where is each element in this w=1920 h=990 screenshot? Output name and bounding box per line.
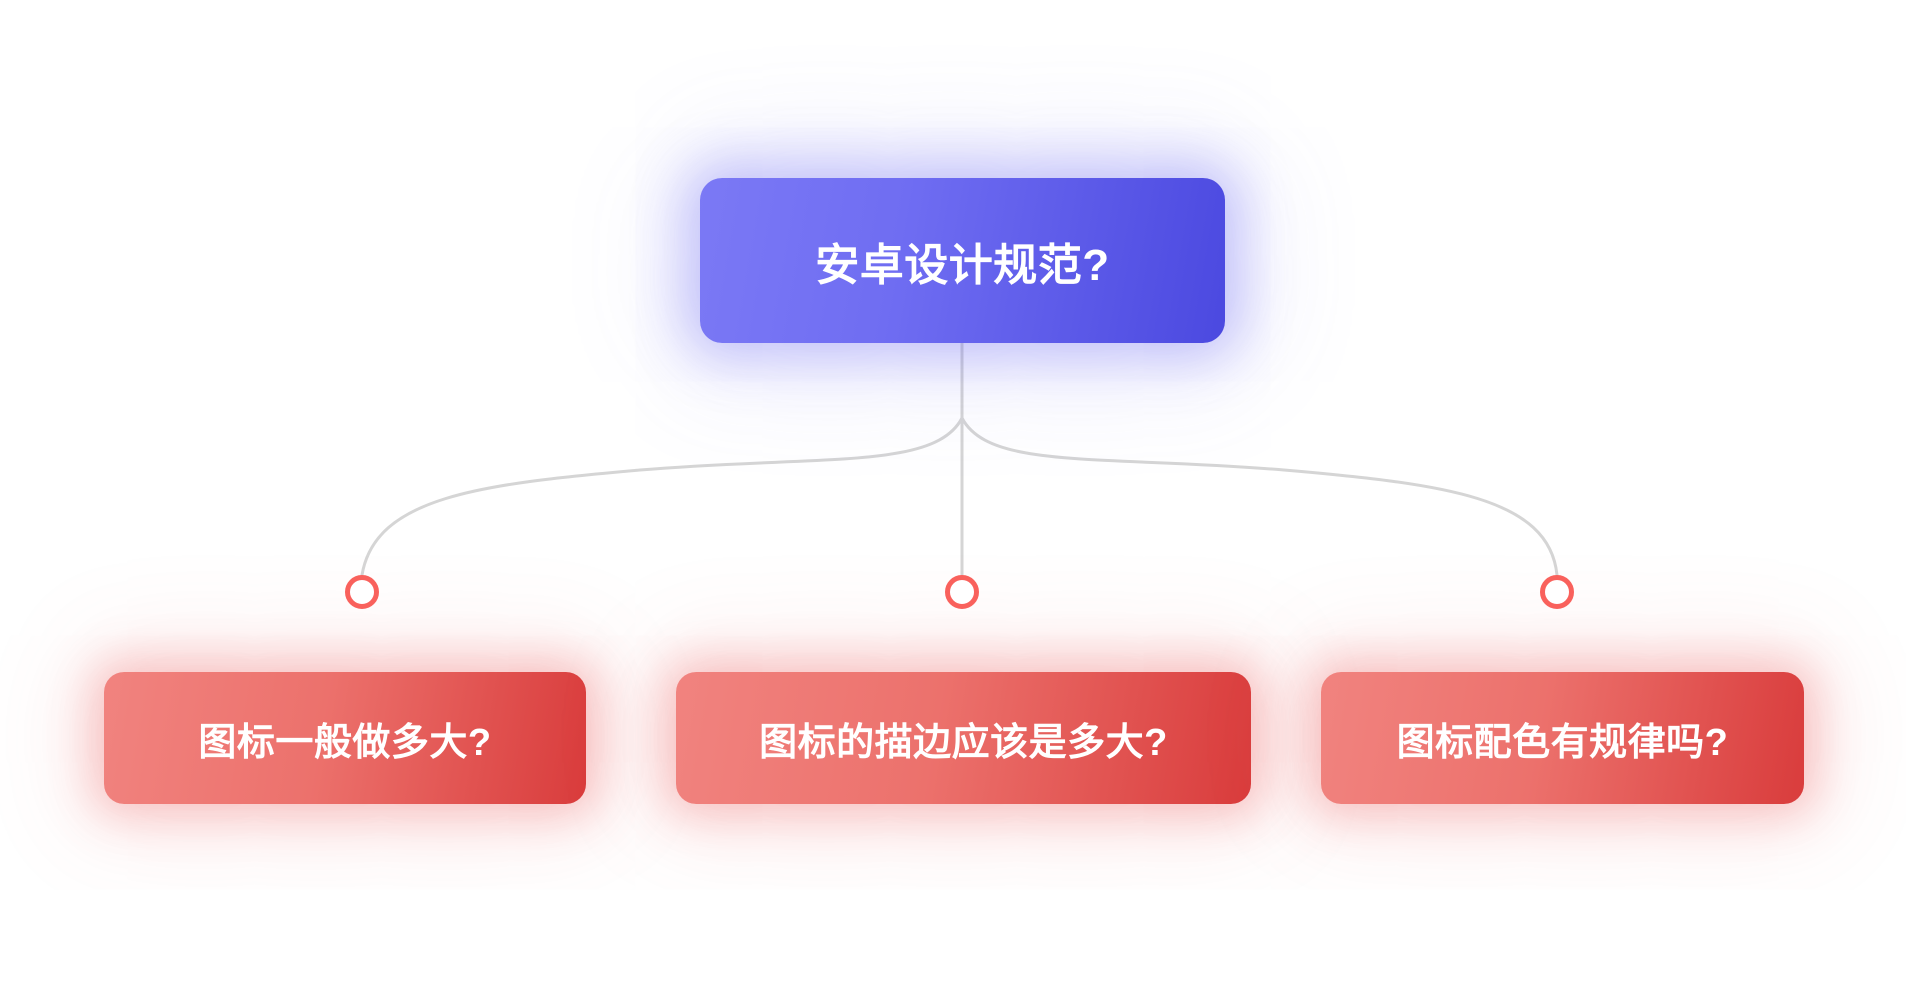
connector-branch-left — [360, 416, 964, 577]
child-node-1[interactable]: 图标的描边应该是多大? — [676, 672, 1251, 804]
child-node-2-label: 图标配色有规律吗? — [1396, 721, 1729, 764]
child-node-0-label: 图标一般做多大? — [198, 721, 492, 764]
child-node-0[interactable]: 图标一般做多大? — [104, 672, 586, 804]
connector-branch-right — [960, 416, 1559, 577]
child-node-2[interactable]: 图标配色有规律吗? — [1321, 672, 1804, 804]
connector-dot-1[interactable] — [945, 575, 979, 609]
root-node-label: 安卓设计规范? — [815, 240, 1110, 290]
child-node-1-label: 图标的描边应该是多大? — [759, 721, 1168, 764]
connector-dot-0[interactable] — [345, 575, 379, 609]
connector-dot-2[interactable] — [1540, 575, 1574, 609]
root-node[interactable]: 安卓设计规范? — [700, 178, 1225, 343]
